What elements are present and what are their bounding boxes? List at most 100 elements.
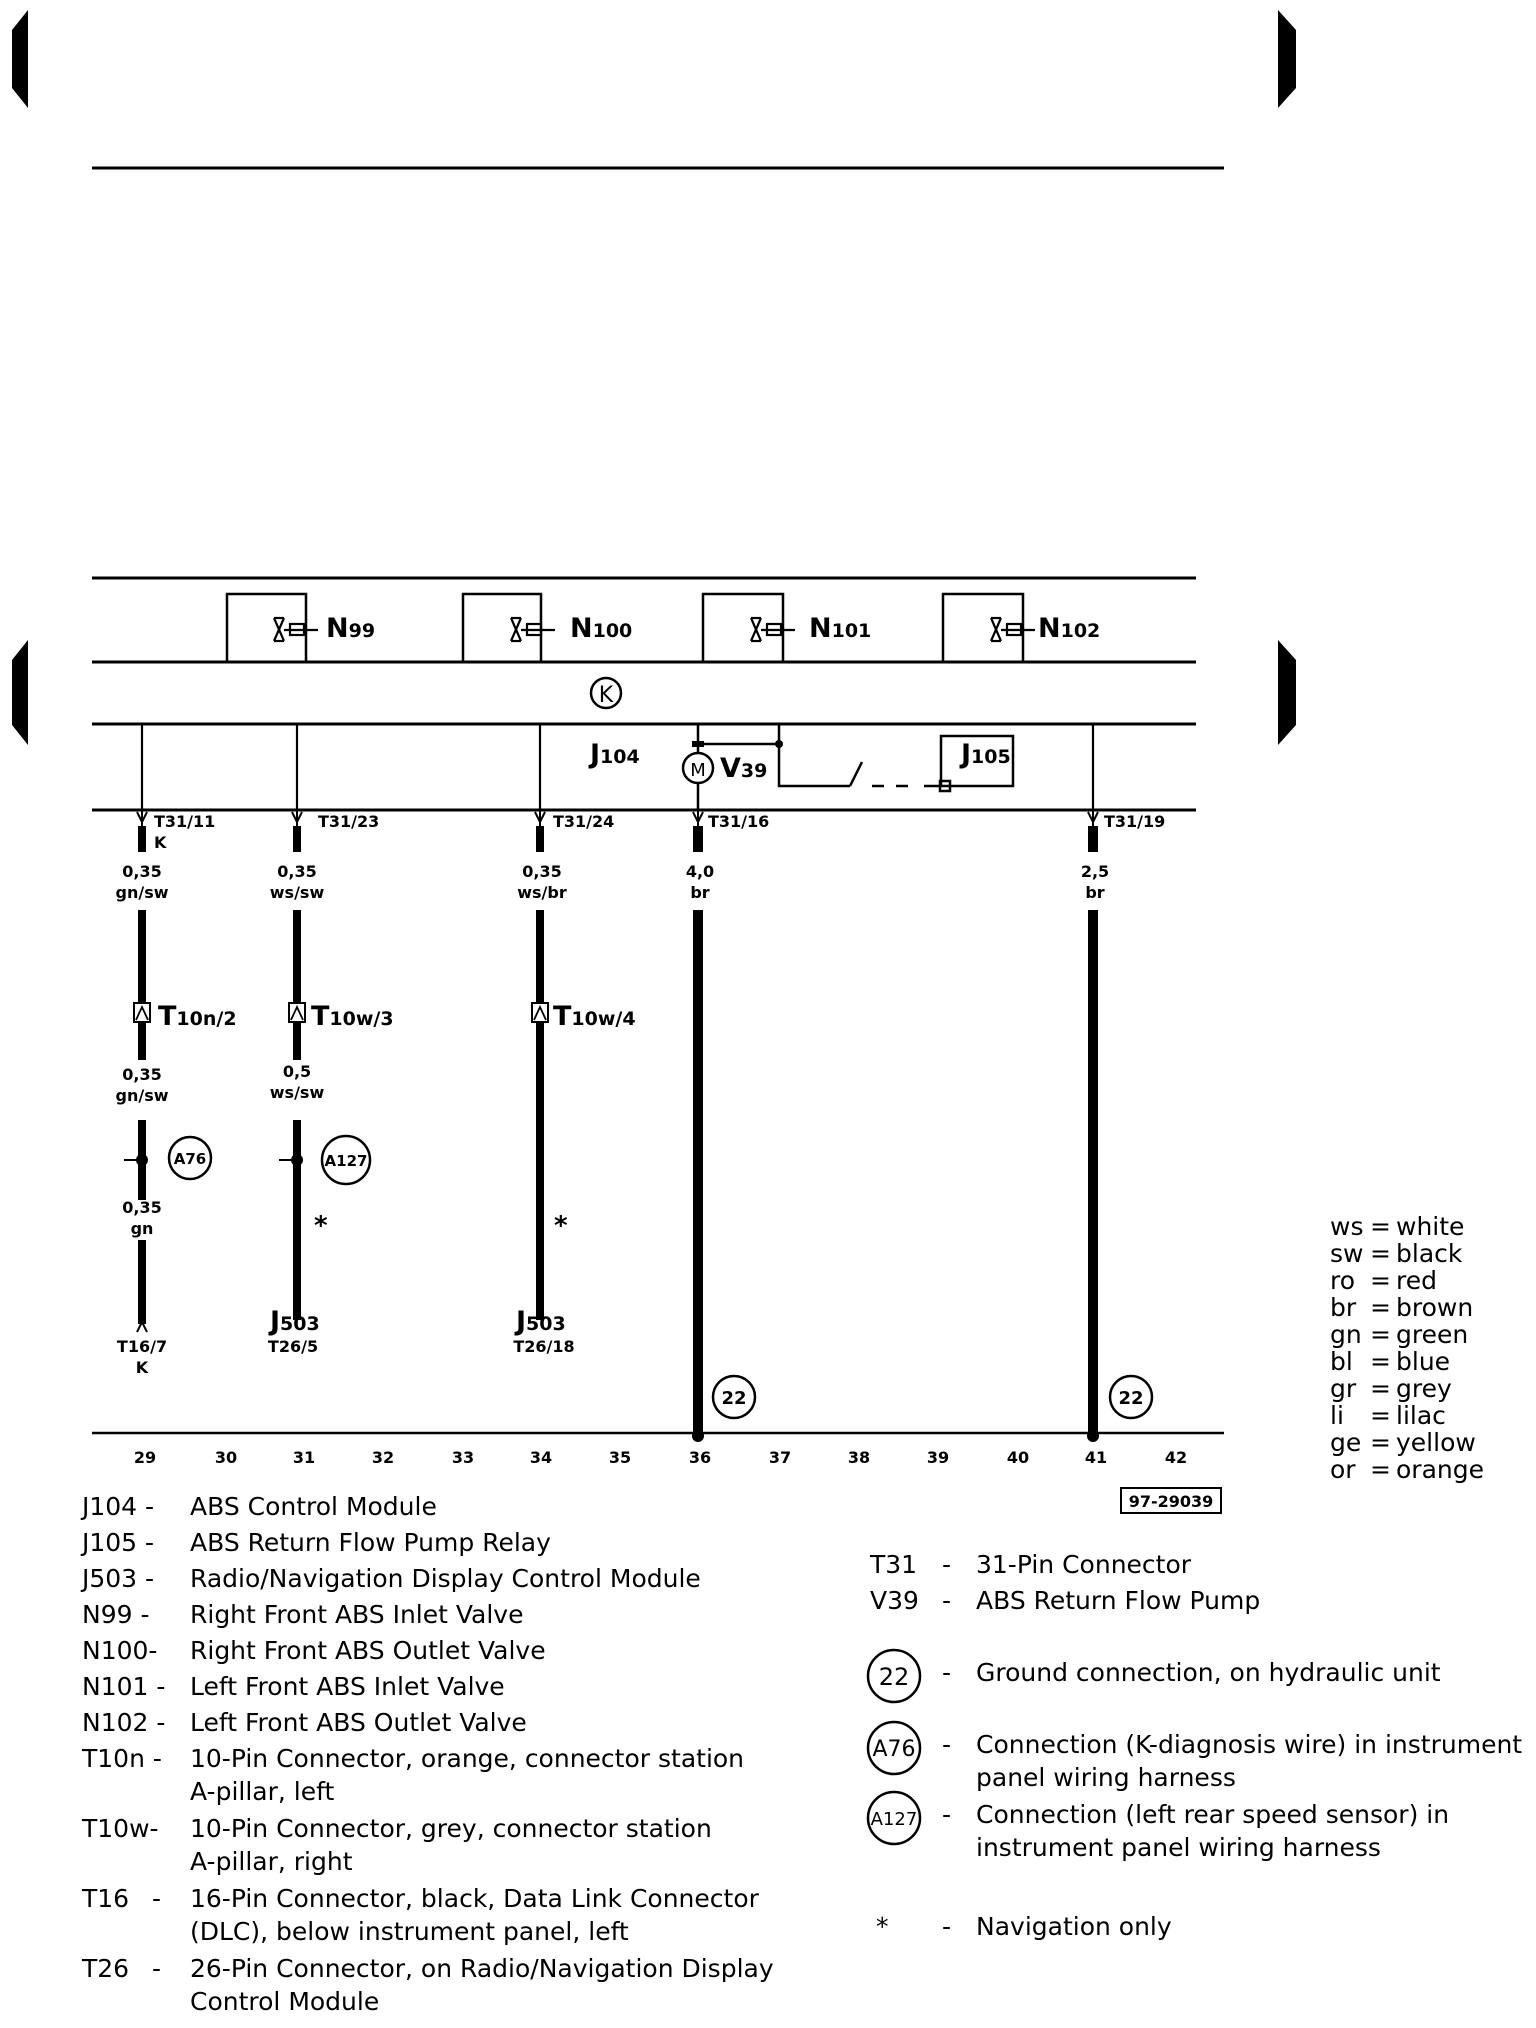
legend-text: A-pillar, right	[190, 1847, 353, 1876]
track-number: 39	[927, 1448, 949, 1467]
color-name: grey	[1396, 1374, 1452, 1403]
valve-n102-label: N102	[1038, 613, 1100, 644]
wire-t31-11	[124, 810, 151, 1333]
legend-code: T31	[870, 1550, 918, 1579]
color-legend-row: li=lilac	[1330, 1402, 1484, 1429]
color-name: black	[1396, 1239, 1463, 1268]
legend-code: T10w-	[82, 1814, 159, 1843]
legend-right-row: T31 - 31-Pin Connector	[870, 1548, 1530, 1581]
motor-letter: M	[690, 760, 706, 781]
prev-page-arrow-icon[interactable]	[12, 640, 28, 745]
valve-n101-symbol	[749, 616, 795, 643]
wire-size: 0,35	[122, 862, 161, 881]
splice-label: A76	[174, 1150, 206, 1168]
color-name: brown	[1396, 1293, 1474, 1322]
color-abbr: gn	[1330, 1320, 1362, 1349]
color-eq: =	[1370, 1401, 1391, 1430]
legend-text: Right Front ABS Outlet Valve	[190, 1636, 546, 1665]
color-abbr: gr	[1330, 1374, 1357, 1403]
color-legend-row: gn =green	[1330, 1321, 1484, 1348]
pin-label: T31/11	[154, 812, 215, 831]
legend-text: Connection (left rear speed sensor) in	[976, 1800, 1450, 1829]
ground-22-icon	[711, 1374, 757, 1420]
legend-left-row: J104 - ABS Control Module	[82, 1490, 782, 1523]
wire-color: ws/sw	[270, 883, 325, 902]
star-note: *	[554, 1211, 568, 1241]
motor-lead-bar	[692, 741, 704, 747]
legend-left-row: J503 - Radio/Navigation Display Control …	[82, 1562, 782, 1595]
legend-text: 31-Pin Connector	[976, 1550, 1192, 1579]
k-circle-icon	[589, 676, 623, 710]
wire-color: ws/sw	[270, 1083, 325, 1102]
color-name: orange	[1396, 1455, 1484, 1484]
legend-left-row: T26 - 26-Pin Connector, on Radio/Navigat…	[82, 1952, 782, 2018]
legend-left-row: T10n - 10-Pin Connector, orange, connect…	[82, 1742, 782, 1808]
color-name: green	[1396, 1320, 1469, 1349]
legend-text: Radio/Navigation Display Control Module	[190, 1564, 701, 1593]
wire-size: 0,35	[522, 862, 561, 881]
legend-code: T26	[82, 1954, 130, 1983]
color-eq: =	[1370, 1455, 1391, 1484]
wire-size: 0,35	[277, 862, 316, 881]
color-name: red	[1396, 1266, 1437, 1295]
next-page-arrow-icon[interactable]	[1278, 10, 1296, 108]
legend-dash: -	[152, 1884, 162, 1913]
next-page-arrow-icon[interactable]	[1278, 640, 1296, 745]
end-connector-label: T16/7	[117, 1337, 167, 1356]
splice-label: A127	[325, 1152, 368, 1170]
legend-text: ABS Return Flow Pump Relay	[190, 1528, 551, 1557]
wire-t31-19	[1087, 810, 1099, 1442]
ground-22-icon	[1108, 1374, 1154, 1420]
pin-note: K	[154, 833, 167, 852]
valve-n99-symbol	[272, 616, 318, 643]
color-abbr: bl	[1330, 1347, 1353, 1376]
legend-text: ABS Control Module	[190, 1492, 437, 1521]
valve-n101-label: N101	[809, 613, 871, 644]
color-abbr: or	[1330, 1455, 1356, 1484]
legend-code: V39	[870, 1586, 919, 1615]
legend-text: 26-Pin Connector, on Radio/Navigation Di…	[190, 1954, 774, 1983]
wire-t31-16	[692, 810, 704, 1442]
color-legend-row: ro=red	[1330, 1267, 1484, 1294]
end-connector-sub: K	[136, 1358, 149, 1377]
track-number: 32	[372, 1448, 394, 1467]
splice-a76-icon	[866, 1720, 922, 1776]
valve-n99-box	[225, 592, 308, 662]
color-eq: =	[1370, 1374, 1391, 1403]
pin-label: T31/16	[708, 812, 769, 831]
color-eq: =	[1370, 1239, 1391, 1268]
legend-left-row: N100- Right Front ABS Outlet Valve	[82, 1634, 782, 1667]
relay-junction-dot	[775, 740, 783, 748]
valve-n102-box	[941, 592, 1025, 662]
end-pin-label: T26/5	[268, 1337, 318, 1356]
prev-page-arrow-icon[interactable]	[12, 10, 28, 108]
wire-size: 0,5	[283, 1062, 311, 1081]
legend-left-row: T10w- 10-Pin Connector, grey, connector …	[82, 1812, 782, 1878]
legend-left-row: N99 - Right Front ABS Inlet Valve	[82, 1598, 782, 1631]
color-legend: ws=white sw=black ro=red br=brown gn=gre…	[1330, 1213, 1484, 1483]
legend-circle-label: A127	[871, 1809, 918, 1830]
component-band	[92, 576, 1196, 812]
wire-color: gn	[131, 1219, 154, 1238]
color-eq: =	[1370, 1347, 1391, 1376]
legend-code: J105 -	[82, 1528, 155, 1557]
end-component-label: J503	[514, 1306, 566, 1337]
legend-dash: -	[152, 1954, 162, 1983]
splice-a127-icon	[866, 1790, 922, 1846]
wire-t31-24	[531, 810, 549, 1320]
pin-label: T31/24	[553, 812, 614, 831]
track-number: 33	[452, 1448, 474, 1467]
v39-label: V39	[720, 753, 767, 784]
color-eq: =	[1370, 1320, 1391, 1349]
splice-a76-icon	[167, 1135, 213, 1181]
legend-code: T16	[82, 1884, 130, 1913]
legend-code: *	[876, 1912, 889, 1941]
track-number: 31	[293, 1448, 315, 1467]
legend-circle-label: 22	[879, 1663, 910, 1691]
legend-text: Connection (K-diagnosis wire) in instrum…	[976, 1730, 1523, 1759]
color-name: blue	[1396, 1347, 1451, 1376]
color-eq: =	[1370, 1212, 1391, 1241]
legend-code: N101 -	[82, 1672, 166, 1701]
color-legend-row: ws=white	[1330, 1213, 1484, 1240]
